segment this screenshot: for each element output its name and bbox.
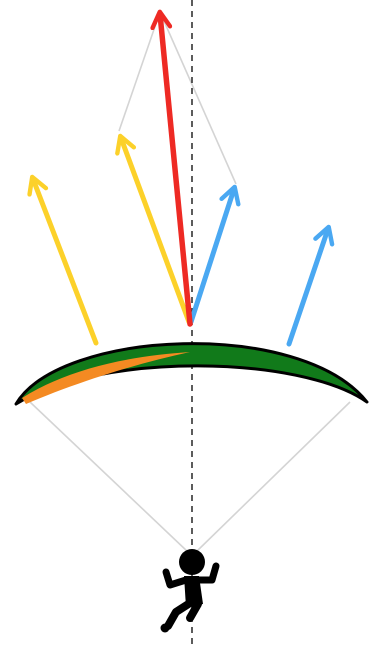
- construction-lines: [30, 12, 350, 552]
- pilot-head: [179, 549, 205, 575]
- pilot-figure: [161, 549, 217, 633]
- paraglider-wing: [16, 344, 367, 404]
- suspension-line-left: [30, 402, 188, 552]
- force-arrows: [33, 14, 328, 344]
- suspension-line-right: [196, 402, 350, 552]
- wing-canopy: [16, 344, 367, 404]
- blue-arrow-right: [289, 229, 328, 344]
- blue-arrow-center: [191, 189, 234, 322]
- parallelogram-edge-upper-left: [119, 12, 160, 131]
- yellow-arrow-left: [33, 179, 96, 343]
- pilot-foot: [161, 624, 170, 633]
- pilot-legs: [168, 603, 198, 626]
